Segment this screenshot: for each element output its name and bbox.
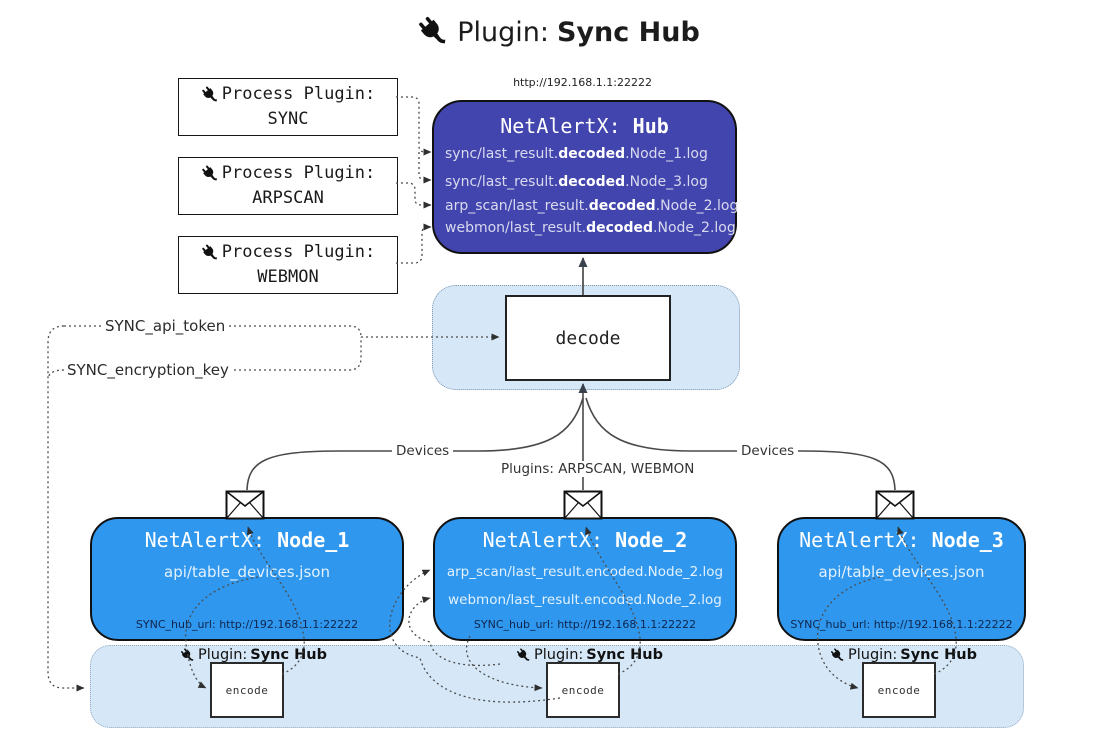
node-title-bold: Node_2 bbox=[615, 528, 688, 552]
log-suffix: .Node_2.log bbox=[655, 198, 739, 214]
envelope-icon bbox=[563, 490, 603, 520]
hub-title-bold: Hub bbox=[632, 114, 669, 138]
process-plugin-label: Process Plugin: bbox=[221, 163, 376, 184]
node-box-node1: NetAlertX: Node_1 api/table_devices.json… bbox=[90, 517, 404, 641]
plug-icon bbox=[516, 648, 531, 663]
strip-label-prefix: Plugin: bbox=[848, 647, 898, 663]
encode-box: encode bbox=[210, 662, 284, 718]
hub-log-line: sync/last_result.decoded.Node_3.log bbox=[445, 174, 708, 190]
process-plugin-label-row: Process Plugin: bbox=[201, 82, 376, 107]
sync-api-token-label: SYNC_api_token bbox=[102, 317, 229, 335]
hub-log-line: sync/last_result.decoded.Node_1.log bbox=[445, 146, 708, 162]
node-title-prefix: NetAlertX: bbox=[482, 528, 616, 552]
node-file: api/table_devices.json bbox=[818, 563, 985, 581]
process-plugin-name: WEBMON bbox=[257, 267, 319, 287]
strip-label-bold: Sync Hub bbox=[250, 647, 327, 663]
node-title: NetAlertX: Node_3 bbox=[779, 528, 1024, 552]
page-title-bold: Sync Hub bbox=[556, 16, 700, 48]
node-hub-url: SYNC_hub_url: http://192.168.1.1:22222 bbox=[790, 618, 1013, 631]
envelope-icon bbox=[225, 490, 265, 520]
process-plugin-box-webmon: Process Plugin: WEBMON bbox=[178, 236, 398, 294]
page-title-prefix: Plugin: bbox=[457, 16, 549, 48]
node-title-prefix: NetAlertX: bbox=[144, 528, 278, 552]
plug-icon bbox=[201, 244, 219, 262]
node-title: NetAlertX: Node_1 bbox=[92, 528, 402, 552]
node-file: webmon/last_result.encoded.Node_2.log bbox=[448, 592, 722, 608]
node-hub-url: SYNC_hub_url: http://192.168.1.1:22222 bbox=[473, 618, 697, 631]
process-plugin-name: SYNC bbox=[267, 109, 309, 129]
process-plugin-box-sync: Process Plugin: SYNC bbox=[178, 78, 398, 136]
hub-title: NetAlertX: Hub bbox=[434, 114, 735, 138]
strip-plugin-label: Plugin: Sync Hub bbox=[830, 647, 977, 663]
edge-label-devices-right: Devices bbox=[737, 443, 799, 459]
strip-label-prefix: Plugin: bbox=[534, 647, 584, 663]
process-plugin-label-row: Process Plugin: bbox=[201, 161, 376, 186]
strip-label-bold: Sync Hub bbox=[586, 647, 663, 663]
log-prefix: webmon/last_result. bbox=[445, 220, 587, 236]
hub-title-prefix: NetAlertX: bbox=[500, 114, 633, 138]
log-bold: decoded bbox=[588, 198, 656, 214]
log-prefix: arp_scan/last_result. bbox=[445, 198, 589, 214]
edge-label-plugins-center: Plugins: ARPSCAN, WEBMON bbox=[497, 461, 699, 477]
process-plugin-label: Process Plugin: bbox=[221, 242, 376, 263]
encode-box: encode bbox=[546, 662, 620, 718]
node-file: arp_scan/last_result.encoded.Node_2.log bbox=[446, 564, 724, 580]
node-title-prefix: NetAlertX: bbox=[799, 528, 932, 552]
process-plugin-label: Process Plugin: bbox=[221, 84, 376, 105]
strip-plugin-label: Plugin: Sync Hub bbox=[516, 647, 663, 663]
log-bold: decoded bbox=[558, 146, 626, 162]
node-title: NetAlertX: Node_2 bbox=[435, 528, 735, 552]
plug-icon bbox=[201, 86, 219, 104]
process-plugin-box-arpscan: Process Plugin: ARPSCAN bbox=[178, 157, 398, 215]
log-prefix: sync/last_result. bbox=[445, 146, 559, 162]
log-suffix: .Node_2.log bbox=[653, 220, 736, 236]
strip-plugin-label: Plugin: Sync Hub bbox=[180, 647, 327, 663]
node-title-bold: Node_3 bbox=[931, 528, 1004, 552]
decode-box: decode bbox=[505, 295, 671, 381]
plug-icon bbox=[180, 648, 195, 663]
process-plugin-name: ARPSCAN bbox=[252, 188, 324, 208]
hub-log-line: arp_scan/last_result.decoded.Node_2.log bbox=[445, 198, 738, 214]
strip-label-prefix: Plugin: bbox=[198, 647, 248, 663]
node-hub-url: SYNC_hub_url: http://192.168.1.1:22222 bbox=[135, 618, 359, 631]
hub-log-line: webmon/last_result.decoded.Node_2.log bbox=[445, 220, 736, 236]
strip-label-bold: Sync Hub bbox=[900, 647, 977, 663]
log-bold: decoded bbox=[558, 174, 626, 190]
envelope-icon bbox=[875, 490, 915, 520]
process-plugin-label-row: Process Plugin: bbox=[201, 240, 376, 265]
plug-icon bbox=[417, 16, 449, 48]
node-box-node3: NetAlertX: Node_3 api/table_devices.json… bbox=[777, 517, 1026, 641]
log-prefix: sync/last_result. bbox=[445, 174, 559, 190]
node-file: api/table_devices.json bbox=[164, 563, 330, 581]
sync-encryption-key-label: SYNC_encryption_key bbox=[64, 361, 232, 379]
edge-label-devices-left: Devices bbox=[392, 443, 454, 459]
log-suffix: .Node_1.log bbox=[625, 146, 708, 162]
hub-url: http://192.168.1.1:22222 bbox=[513, 76, 652, 89]
log-bold: decoded bbox=[586, 220, 654, 236]
encode-box: encode bbox=[862, 662, 936, 718]
node-title-bold: Node_1 bbox=[277, 528, 350, 552]
plug-icon bbox=[830, 648, 845, 663]
page-title: Plugin: Sync Hub bbox=[0, 16, 1117, 48]
plug-icon bbox=[201, 165, 219, 183]
edge-plugins-to-hub bbox=[396, 96, 432, 264]
hub-box: NetAlertX: Hub sync/last_result.decoded.… bbox=[432, 100, 738, 254]
log-suffix: .Node_3.log bbox=[625, 174, 708, 190]
node-box-node2: NetAlertX: Node_2 arp_scan/last_result.e… bbox=[433, 517, 737, 641]
